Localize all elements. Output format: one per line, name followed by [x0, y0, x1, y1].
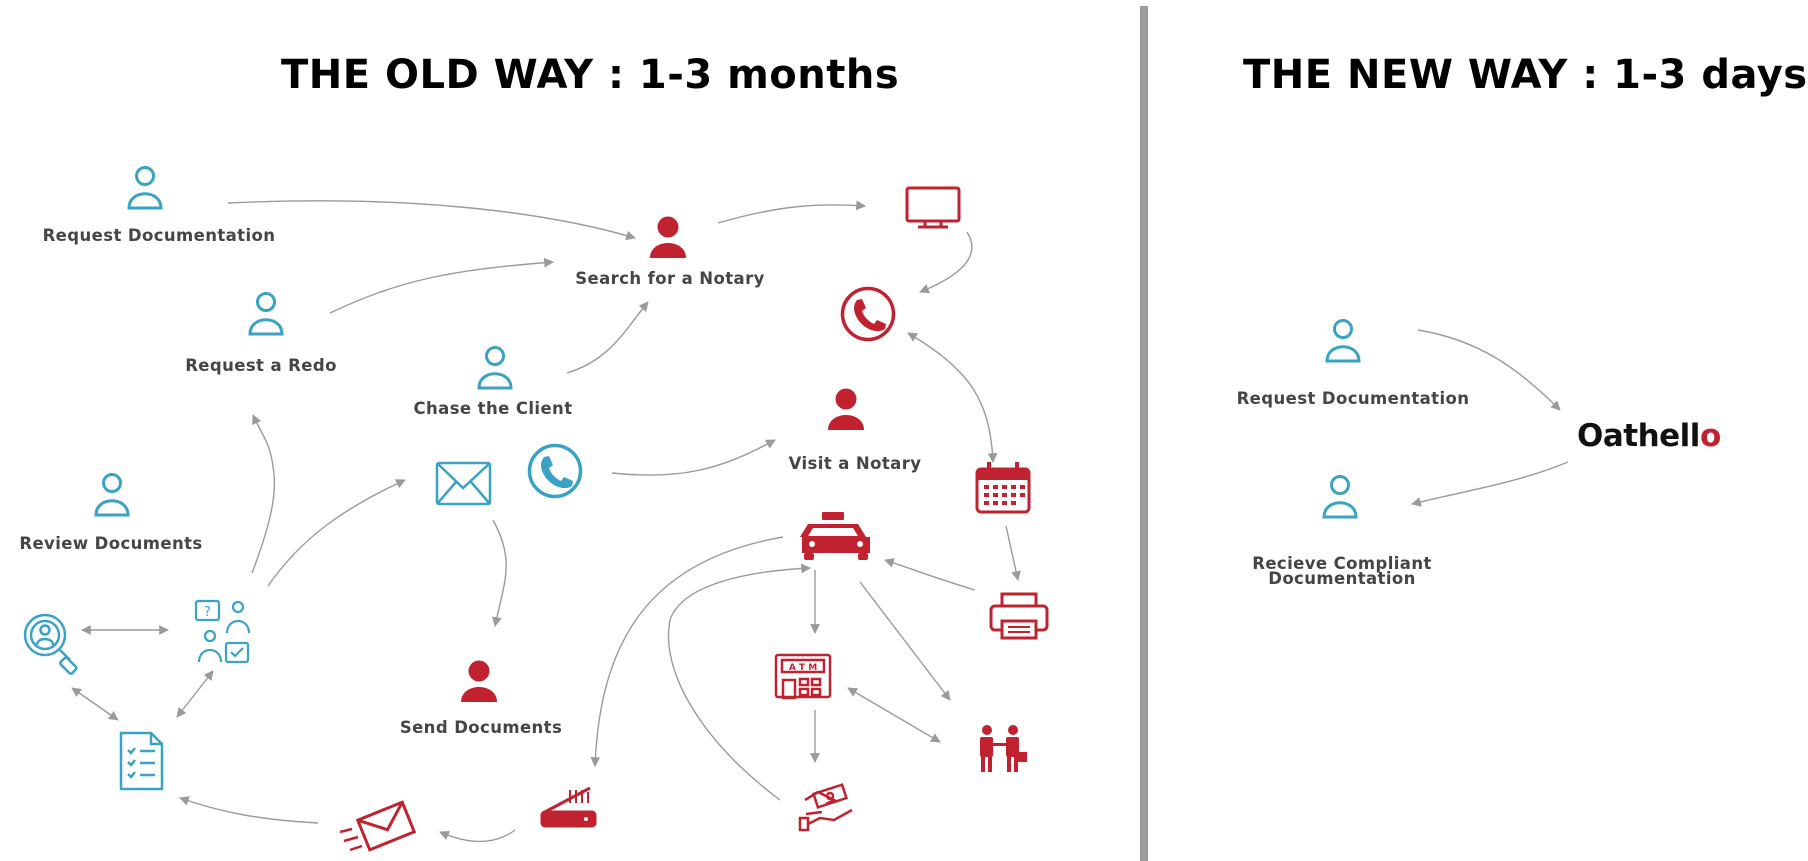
label-request-redo: Request a Redo [185, 356, 337, 375]
new-way-title: THE NEW WAY : 1-3 days [1243, 52, 1808, 98]
label-review-documents: Review Documents [19, 534, 203, 553]
arrow-taxi-to-scanner [590, 536, 784, 767]
arrow-scanner-to-sentmail [439, 829, 516, 843]
arrow-redo-to-search [329, 257, 554, 314]
person-outline-icon [1322, 475, 1358, 519]
arrow-request-to-oathello [1417, 329, 1561, 411]
sent-mail-icon [339, 800, 417, 852]
arrow-monitor-to-phone [919, 231, 973, 294]
arrow-magnifier-checklist [71, 687, 119, 721]
section-divider [1140, 6, 1148, 861]
arrow-search-to-monitor [717, 200, 866, 224]
label-search-notary: Search for a Notary [575, 269, 765, 288]
svg-text:?: ? [204, 605, 211, 620]
old-way-title: THE OLD WAY : 1-3 months [281, 52, 900, 98]
printer-icon [989, 592, 1049, 640]
svg-text:A T M: A T M [789, 663, 817, 673]
person-outline-icon [1325, 319, 1361, 363]
handshake-icon [980, 725, 1027, 772]
person-outline-icon [94, 473, 130, 517]
person-filled-icon [828, 388, 864, 430]
arrow-calendar-to-printer [1005, 525, 1021, 581]
label-send-documents: Send Documents [399, 718, 563, 737]
arrow-sentmail-to-checklist [179, 796, 319, 824]
monitor-icon [905, 186, 961, 229]
label-receive-line1: Recieve Compliant [1252, 554, 1432, 573]
atm-icon: A T M [774, 653, 832, 700]
label-receive-line2: Documentation [1268, 569, 1416, 588]
arrow-chase-to-search [566, 301, 649, 374]
oathello-logo-accent: o [1699, 418, 1721, 454]
new-way-connectors [1411, 329, 1569, 507]
arrow-printer-to-taxi [884, 558, 976, 591]
arrow-request-to-search [227, 200, 636, 241]
label-new-request-documentation: Request Documentation [1236, 389, 1470, 408]
oathello-logo: Oathello [1577, 418, 1721, 454]
arrow-team-to-envelope [267, 479, 406, 587]
arrow-taxi-to-meeting [859, 581, 951, 701]
arrow-oathello-to-receive [1411, 461, 1569, 507]
arrow-team-to-redo [251, 414, 276, 574]
magnifier-user-icon [23, 613, 78, 675]
checklist-icon [119, 731, 164, 791]
taxi-icon [800, 512, 870, 560]
calendar-icon [975, 462, 1031, 514]
cash-payment-icon [798, 783, 853, 832]
arrow-envelope-to-send [492, 519, 507, 627]
envelope-icon [435, 461, 492, 506]
person-outline-icon [248, 292, 284, 336]
person-filled-icon [650, 216, 686, 258]
person-filled-icon [461, 660, 497, 702]
team-discussion-icon: ? [194, 599, 251, 664]
phone-icon [527, 443, 583, 499]
person-outline-icon [477, 346, 513, 390]
old-way-connectors [71, 200, 1021, 843]
oathello-logo-main: Oathell [1577, 418, 1700, 454]
arrow-phone-to-visit [611, 439, 776, 476]
arrow-phone-calendar [907, 332, 998, 463]
label-request-documentation: Request Documentation [42, 226, 276, 245]
arrow-atm-meeting [847, 687, 941, 743]
label-visit-notary: Visit a Notary [788, 454, 922, 473]
phone-icon [840, 286, 896, 342]
label-receive-documentation: Recieve Compliant Documentation [1252, 554, 1432, 588]
label-chase-client: Chase the Client [413, 399, 573, 418]
arrow-handshake-to-taxi [667, 563, 811, 801]
arrow-team-checklist [176, 670, 214, 718]
scanner-icon [540, 786, 597, 828]
person-outline-icon [127, 166, 163, 210]
